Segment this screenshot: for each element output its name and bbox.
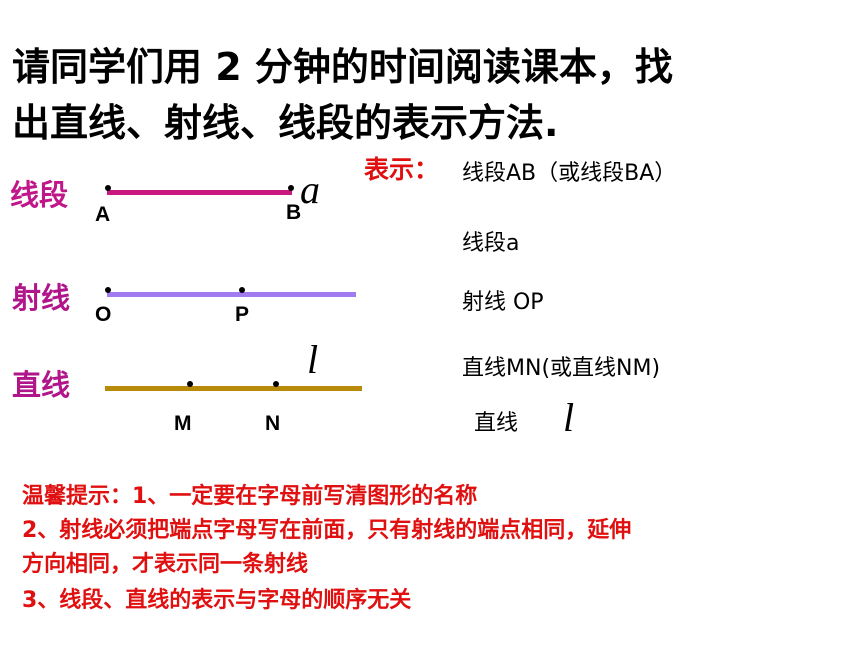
tip-line-3: 方向相同，才表示同一条射线 <box>22 552 309 577</box>
line-bar <box>105 386 362 391</box>
tip-line-1: 温馨提示：1、一定要在字母前写清图形的名称 <box>22 484 478 509</box>
tip-line-2: 2、射线必须把端点字母写在前面，只有射线的端点相同，延伸 <box>22 518 632 543</box>
segment-bar <box>107 190 292 195</box>
segment-endpoint-a <box>105 185 111 191</box>
ray-bar <box>107 292 356 297</box>
line-point-n <box>273 381 279 387</box>
page-title-line-1: 请同学们用 2 分钟的时间阅读课本，找 <box>12 45 673 89</box>
ray-label: 射线 <box>12 281 71 315</box>
notation-segment-ab: 线段AB（或线段BA） <box>462 161 677 186</box>
point-label-n: N <box>265 412 281 435</box>
page-title-line-2: 出直线、射线、线段的表示方法. <box>12 101 559 145</box>
segment-endpoint-b <box>288 185 294 191</box>
notation-heading: 表示： <box>364 155 440 184</box>
segment-name-a: a <box>300 167 320 212</box>
ray-endpoint-o <box>105 287 111 293</box>
tip-line-4: 3、线段、直线的表示与字母的顺序无关 <box>22 588 412 613</box>
line-name-l: l <box>307 337 319 382</box>
point-label-b: B <box>286 201 302 224</box>
line-point-m <box>187 381 193 387</box>
notation-segment-a: 线段a <box>462 231 520 256</box>
segment-label: 线段 <box>10 178 69 212</box>
ray-point-p <box>239 287 245 293</box>
notation-line-l-prefix: 直线 <box>474 411 519 436</box>
notation-line-mn: 直线MN(或直线NM) <box>462 356 661 381</box>
notation-line-l-name: l <box>563 395 575 440</box>
line-label: 直线 <box>12 368 71 402</box>
point-label-o: O <box>95 303 112 326</box>
point-label-m: M <box>174 412 192 435</box>
point-label-p: P <box>235 303 250 326</box>
point-label-a: A <box>95 203 111 226</box>
notation-ray-op: 射线 OP <box>462 290 544 315</box>
